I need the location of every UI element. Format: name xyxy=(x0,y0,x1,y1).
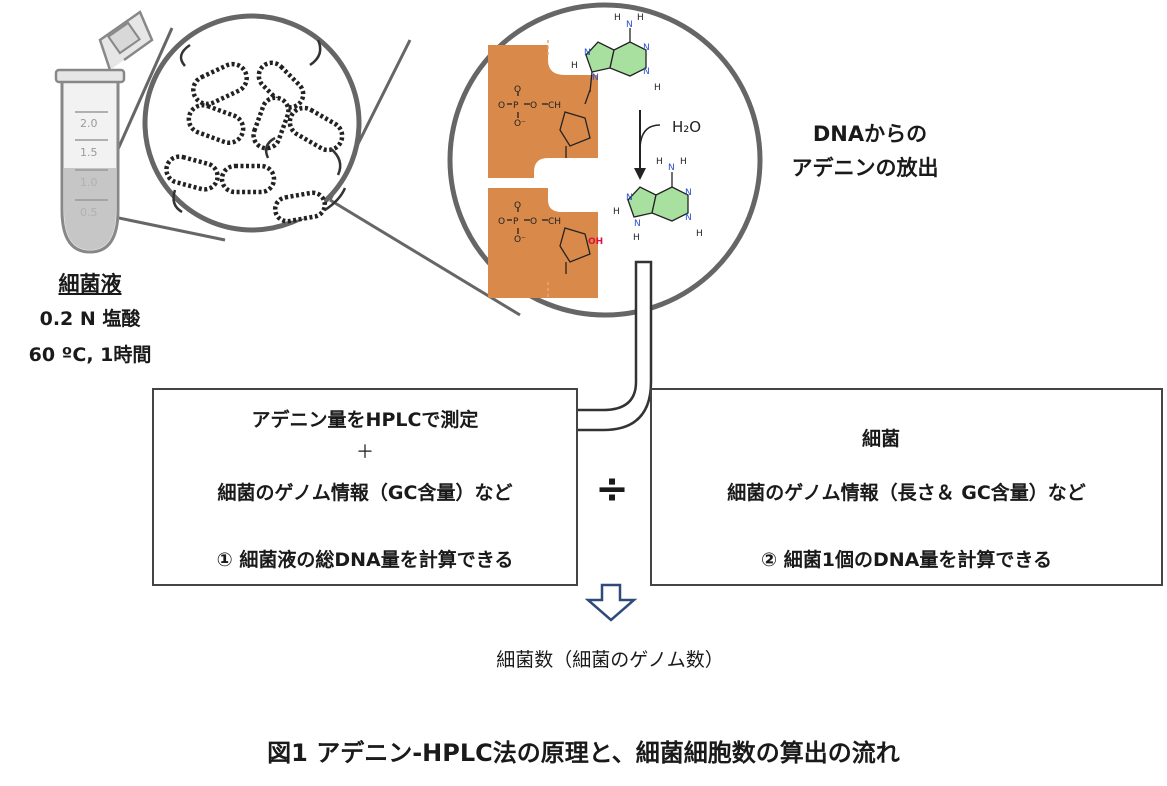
svg-text:O: O xyxy=(498,217,505,227)
svg-text:H: H xyxy=(637,13,644,23)
svg-text:H: H xyxy=(656,157,663,167)
svg-text:N: N xyxy=(634,219,641,229)
bacteria-lens xyxy=(142,13,362,233)
water-label: H₂O xyxy=(672,118,701,136)
test-tube xyxy=(54,10,154,254)
release-label-line1: DNAからの xyxy=(812,122,928,146)
svg-text:N: N xyxy=(685,188,692,198)
svg-text:H: H xyxy=(680,157,687,167)
svg-text:H: H xyxy=(613,207,620,217)
adenine-bound: N N N N N H H H H xyxy=(571,13,661,93)
total-dna-result: ① 細菌液の総DNA量を計算できる xyxy=(216,549,514,571)
bacterium-label: 細菌 xyxy=(861,428,900,450)
sample-label: 細菌液 xyxy=(58,272,122,296)
svg-text:H: H xyxy=(654,83,661,93)
hplc-measure-text: アデニン量をHPLCで測定 xyxy=(251,409,479,431)
figure-caption: 図1 アデニン-HPLC法の原理と、細菌細胞数の算出の流れ xyxy=(267,739,900,767)
svg-text:H: H xyxy=(696,229,703,239)
svg-text:OH: OH xyxy=(588,237,603,247)
svg-text:O: O xyxy=(530,217,537,227)
genome-info-text-right: 細菌のゲノム情報（長さ＆ GC含量）など xyxy=(727,482,1086,504)
divide-symbol: ÷ xyxy=(595,466,629,512)
svg-text:H: H xyxy=(571,61,578,71)
svg-text:N: N xyxy=(592,73,599,83)
svg-text:N: N xyxy=(626,193,633,203)
svg-text:P: P xyxy=(513,217,519,227)
per-cell-dna-box xyxy=(650,388,1163,586)
svg-text:CH: CH xyxy=(548,101,561,111)
svg-text:O⁻: O⁻ xyxy=(514,235,526,245)
svg-text:O: O xyxy=(514,201,521,211)
svg-text:O: O xyxy=(530,101,537,111)
dna-lens: O P O O O⁻ CH O P O O O⁻ CH OH xyxy=(447,2,763,318)
svg-text:O⁻: O⁻ xyxy=(514,119,526,129)
tube-mark-1-0: 1.0 xyxy=(80,176,98,189)
cell-count-result: 細菌数（細菌のゲノム数） xyxy=(496,649,724,671)
svg-text:N: N xyxy=(685,213,692,223)
tube-mark-2-0: 2.0 xyxy=(80,117,98,130)
svg-text:N: N xyxy=(643,43,650,53)
tube-mark-1-5: 1.5 xyxy=(80,146,98,159)
svg-text:H: H xyxy=(614,13,621,23)
svg-text:O: O xyxy=(514,85,521,95)
svg-text:N: N xyxy=(626,20,633,30)
release-label-line2: アデニンの放出 xyxy=(791,156,939,180)
svg-text:N: N xyxy=(643,67,650,77)
plus-symbol: ＋ xyxy=(356,442,374,463)
total-dna-box xyxy=(152,388,578,586)
svg-text:P: P xyxy=(513,101,519,111)
svg-text:N: N xyxy=(668,163,675,173)
phosphate-backbone-bottom xyxy=(488,188,598,298)
tube-mark-0-5: 0.5 xyxy=(80,206,98,219)
svg-text:CH: CH xyxy=(548,217,561,227)
condition-heat: 60 ºC, 1時間 xyxy=(28,344,152,366)
genome-info-text-left: 細菌のゲノム情報（GC含量）など xyxy=(217,482,513,504)
svg-text:O: O xyxy=(498,101,505,111)
svg-text:H: H xyxy=(633,233,640,243)
adenine-released: N N N N N H H H H H xyxy=(613,157,703,243)
svg-text:N: N xyxy=(584,48,591,58)
condition-acid: 0.2 N 塩酸 xyxy=(39,308,141,330)
per-cell-dna-result: ② 細菌1個のDNA量を計算できる xyxy=(761,549,1052,571)
